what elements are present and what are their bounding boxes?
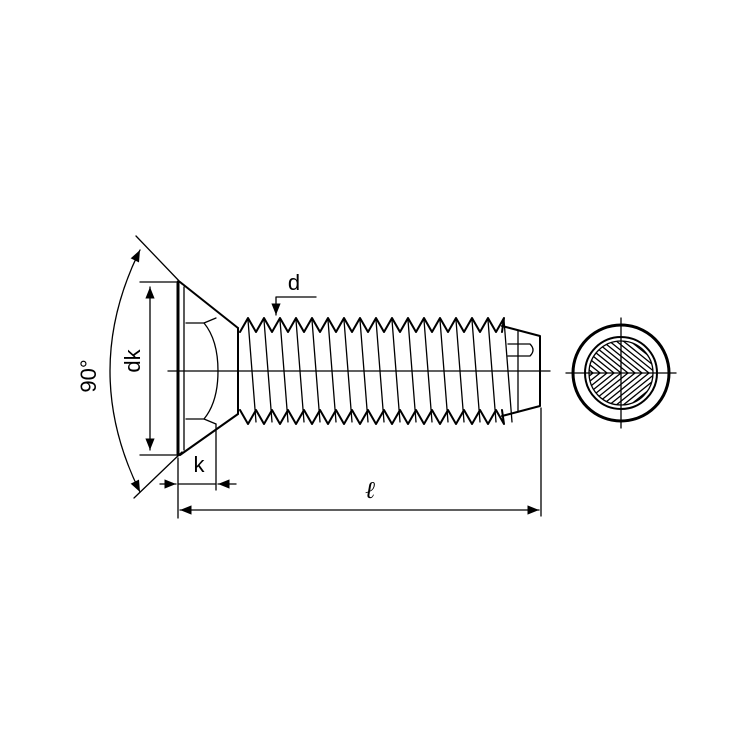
thread-top-profile	[239, 317, 505, 333]
recess-edge-top	[203, 317, 217, 324]
hatch-line	[545, 340, 586, 373]
screw-side-view	[167, 280, 551, 457]
hatch-line	[589, 372, 622, 405]
dk-label: dk	[120, 348, 145, 372]
hatch-line	[621, 372, 653, 405]
hatch-line	[531, 373, 572, 406]
angle-label: 90°	[76, 359, 101, 392]
angle-arc	[109, 249, 141, 493]
hatch-line	[531, 340, 572, 373]
hatch-line	[621, 341, 653, 374]
k-label: k	[194, 452, 206, 477]
head-cone-bottom	[179, 413, 239, 456]
angle-ext-bottom	[133, 451, 183, 499]
hatch-line	[607, 372, 650, 405]
dimensions: 90° dk k d ℓ	[76, 235, 542, 519]
hatch-line	[589, 372, 601, 405]
hatch-line	[589, 341, 608, 374]
d-leader	[271, 296, 317, 316]
hatch-line	[517, 373, 558, 406]
hatch-line	[589, 341, 622, 374]
length-label: ℓ	[365, 478, 375, 504]
thread-bottom-profile	[239, 409, 505, 425]
hatch-line	[607, 341, 650, 374]
recess-edge-bottom	[203, 418, 217, 425]
hatch-line	[589, 341, 601, 374]
hatch-line	[589, 372, 608, 405]
angle-ext-top	[135, 235, 183, 285]
head-cone-top	[179, 281, 239, 329]
hatch-line	[614, 372, 653, 405]
tip-slot	[507, 343, 534, 357]
hatch-line	[524, 373, 565, 406]
d-label: d	[288, 270, 300, 295]
hatch-line	[510, 373, 551, 406]
hatch-line	[545, 373, 586, 406]
hatch-line	[614, 341, 653, 374]
